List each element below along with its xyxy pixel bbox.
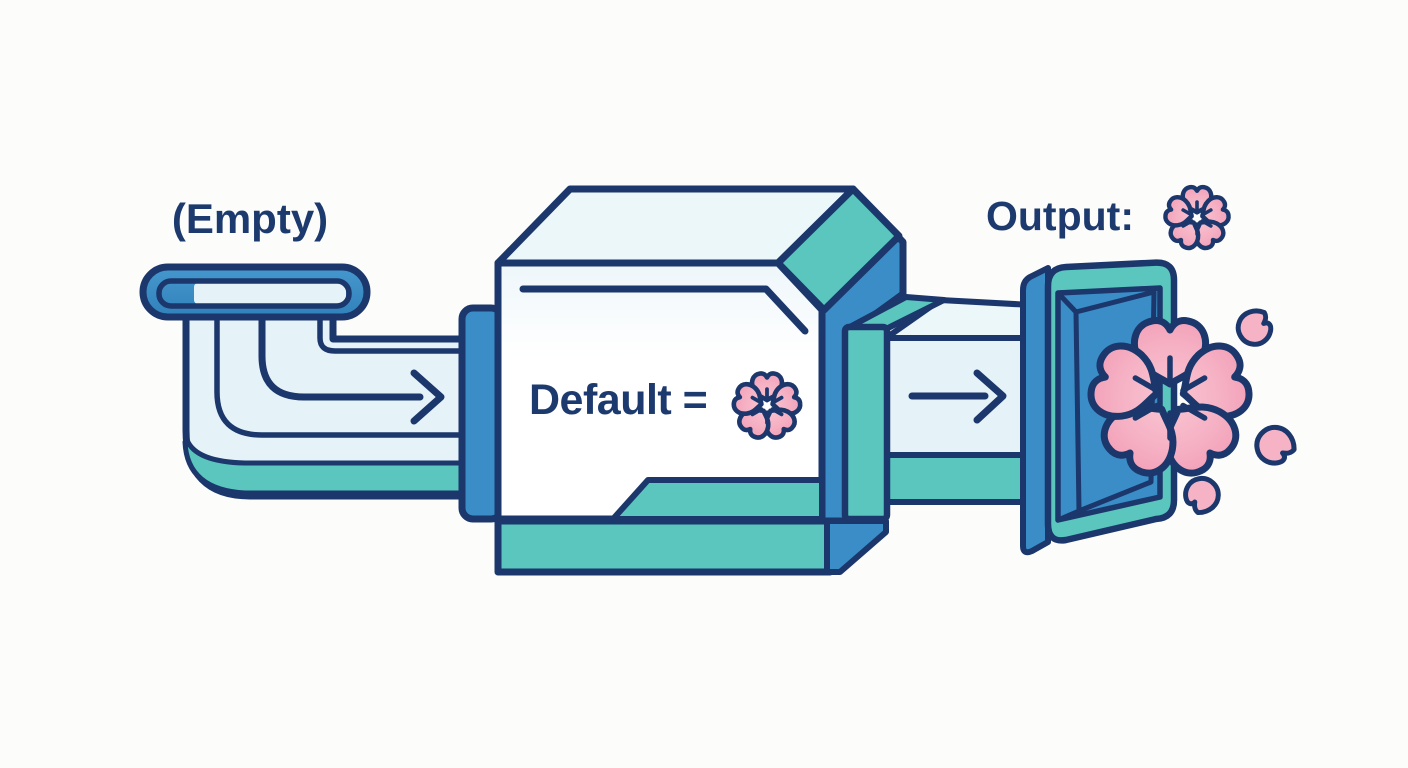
- machine-front-face: [494, 259, 826, 523]
- chute-teal-strip: [182, 437, 466, 496]
- default-value-label: Default =: [529, 376, 708, 424]
- duct-flow-arrow: [908, 369, 1007, 424]
- chute-right-wall-line: [317, 299, 466, 354]
- outlet-flange: [841, 323, 891, 523]
- input-pipe: [182, 296, 467, 500]
- empty-input-label: (Empty): [171, 195, 329, 242]
- portal-depth-connector-top: [1055, 290, 1079, 315]
- machine-base-corner-blue: [824, 518, 889, 575]
- machine-front-step: [610, 477, 825, 522]
- portal-depth-frame: [1073, 289, 1157, 514]
- machine-base-band: [494, 517, 834, 576]
- outlet-duct: [841, 294, 1035, 523]
- portal-depth-connector-bottom: [1055, 508, 1082, 523]
- output-sakura-icon: [1162, 186, 1232, 252]
- cap-inner-outline: [156, 278, 352, 309]
- output-label: Output:: [986, 193, 1134, 239]
- machine-accent-line: [519, 285, 809, 335]
- portal-side-band: [1020, 265, 1051, 556]
- duct-teal-strip: [884, 452, 1035, 505]
- cap-slot-opening: [194, 283, 346, 304]
- input-slot-cap: [139, 263, 371, 321]
- input-flow-arrow: [258, 314, 445, 425]
- chute-inner-wall-line: [214, 299, 466, 438]
